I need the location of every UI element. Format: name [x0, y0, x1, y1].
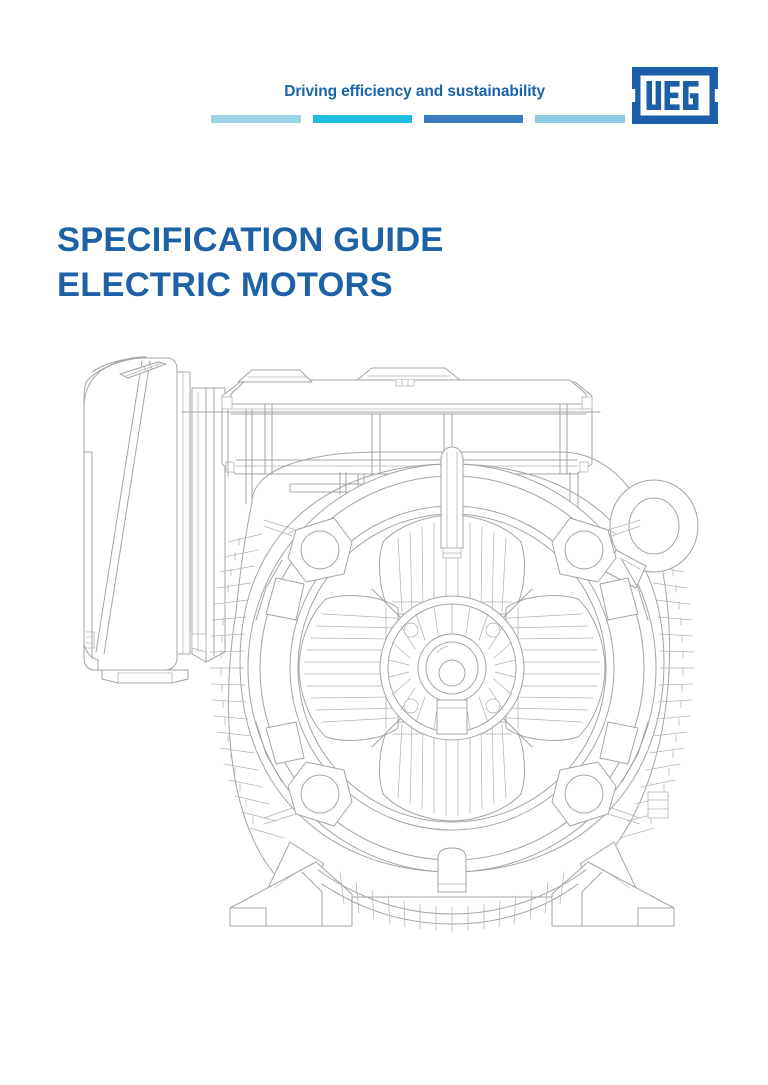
motor-side-panel	[191, 387, 226, 663]
junction-box	[221, 367, 593, 475]
terminal-box	[83, 356, 191, 684]
mounting-bosses	[263, 517, 669, 827]
fins-left	[209, 533, 285, 839]
mounting-feet	[229, 861, 675, 927]
weg-logo	[632, 67, 718, 124]
fan-grille	[298, 514, 606, 822]
bottom-fin-skirt	[317, 847, 587, 932]
accent-bar-3	[423, 115, 524, 123]
electric-motor-line-drawing	[0, 352, 768, 972]
page-header: Driving efficiency and sustainability	[0, 0, 768, 150]
page-title-line-1: SPECIFICATION GUIDE	[57, 221, 444, 259]
fan-grille-bottom	[379, 721, 525, 822]
fin-stems-left	[220, 537, 254, 825]
accent-bar-2	[312, 115, 413, 123]
weg-logo-frame	[632, 67, 718, 124]
lifting-eyebolt	[605, 479, 699, 589]
weg-logo-letters	[646, 81, 699, 110]
accent-bar-strip	[211, 115, 625, 123]
brand-tagline: Driving efficiency and sustainability	[284, 83, 545, 100]
page-title: SPECIFICATION GUIDE ELECTRIC MOTORS	[57, 218, 697, 308]
accent-bar-gap-2	[412, 115, 424, 123]
fan-hub	[379, 595, 525, 741]
accent-bar-4	[535, 115, 625, 123]
page-title-line-2: ELECTRIC MOTORS	[57, 266, 393, 304]
accent-bar-1	[211, 115, 301, 123]
accent-bar-gap-1	[301, 115, 313, 123]
fan-grille-left	[298, 595, 399, 741]
accent-bar-gap-3	[523, 115, 535, 123]
center-fin-top	[440, 446, 464, 559]
